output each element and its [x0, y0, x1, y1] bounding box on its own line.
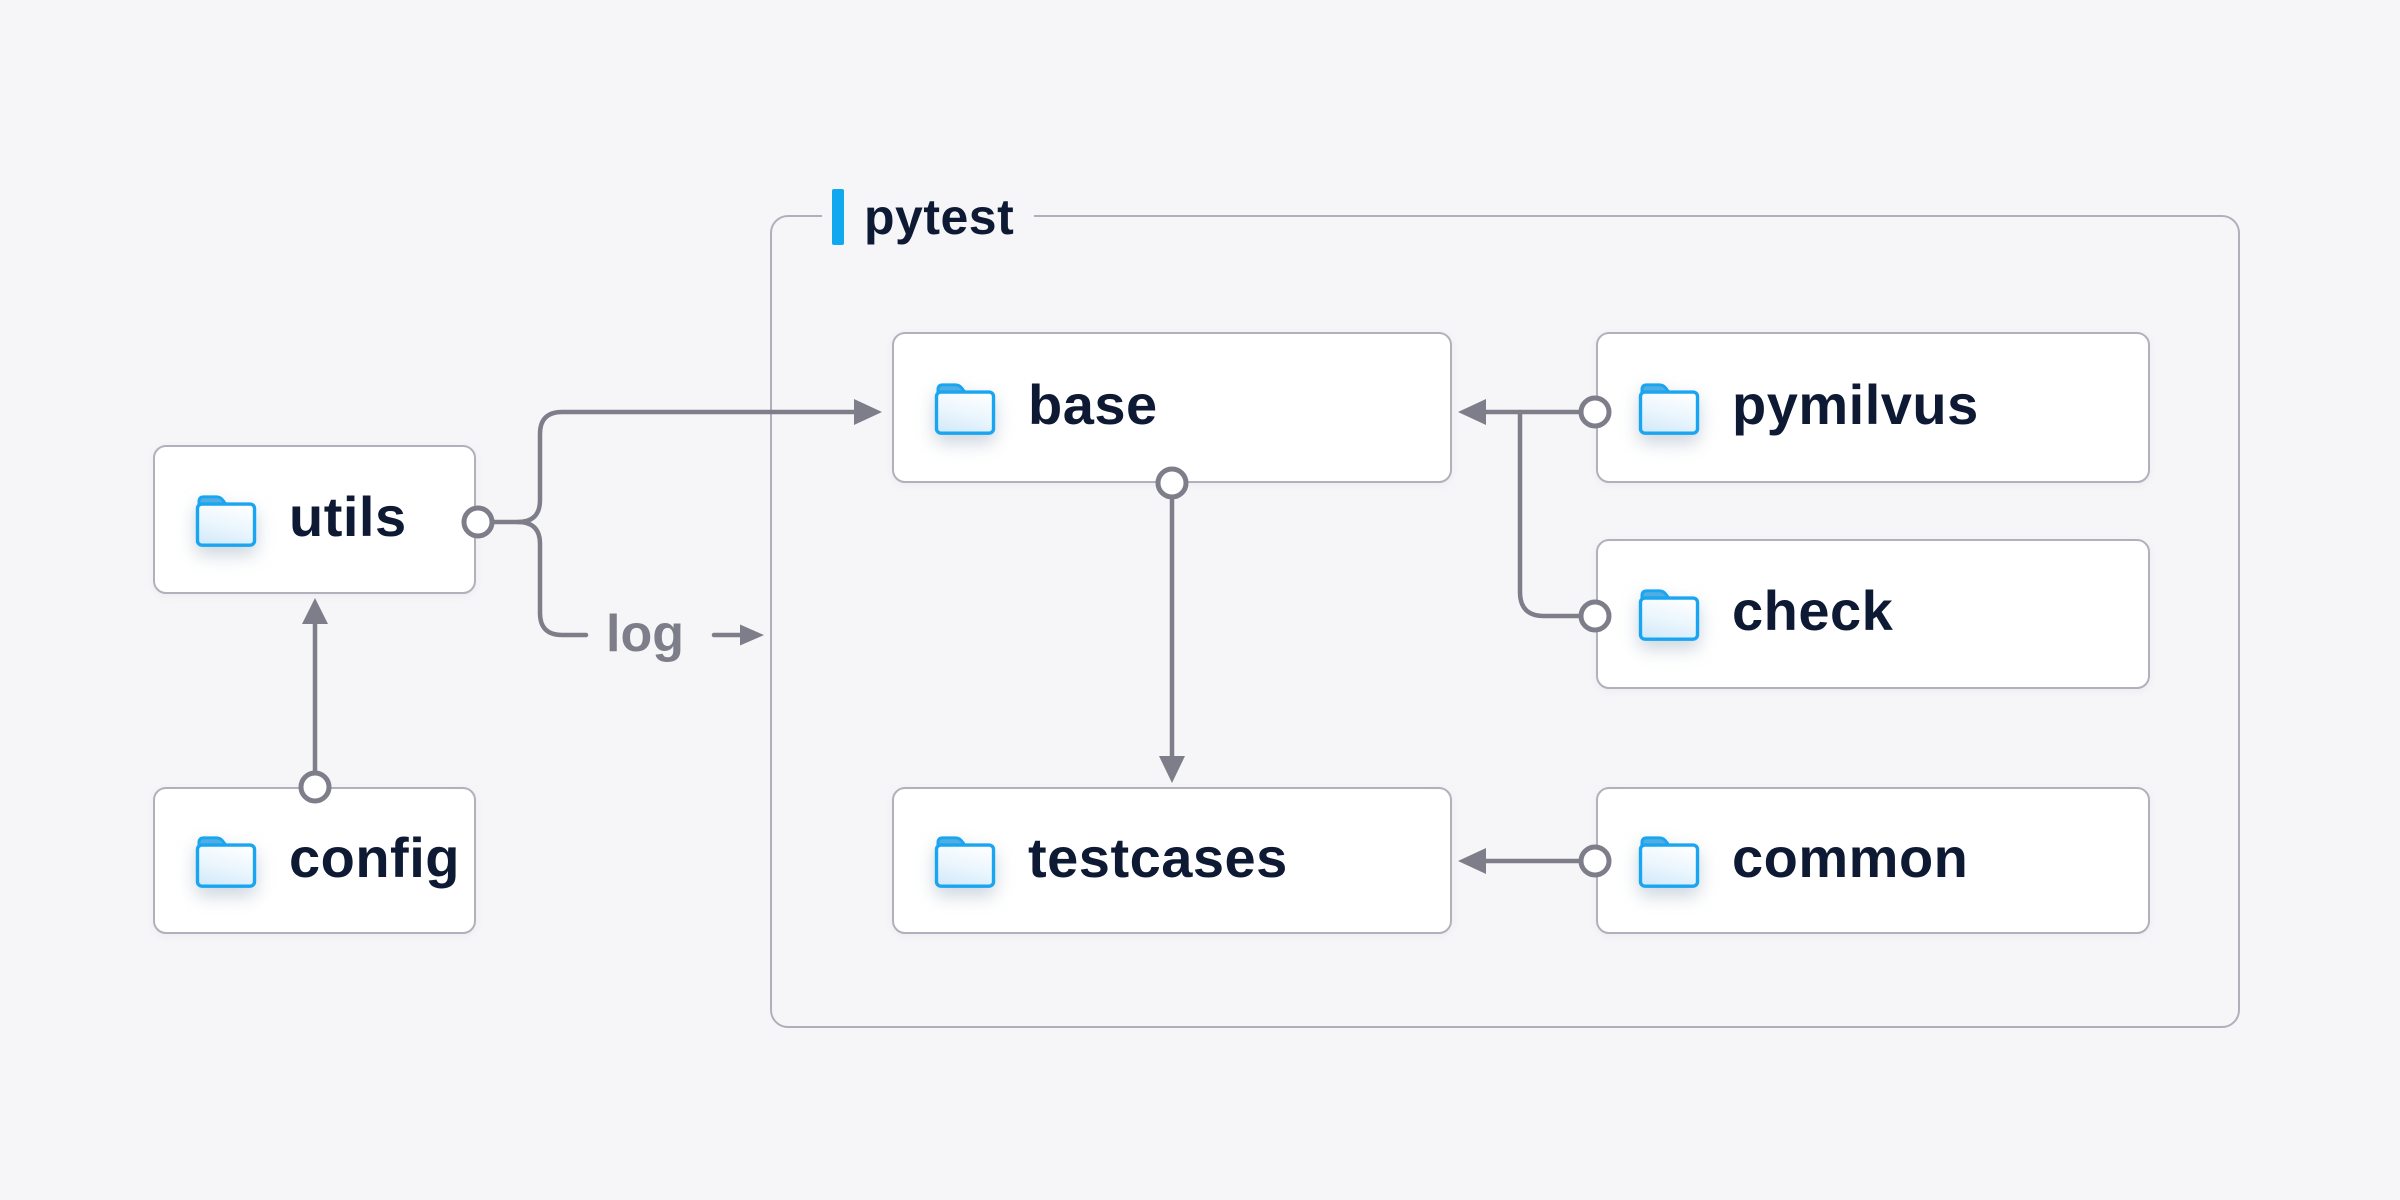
- folder-icon: [932, 379, 998, 437]
- node-label: utils: [289, 484, 407, 548]
- node-pymilvus: pymilvus: [1596, 332, 2150, 483]
- folder-icon: [193, 491, 259, 549]
- folder-icon: [193, 832, 259, 890]
- accent-bar-icon: [832, 189, 844, 245]
- arrowhead-log: [740, 624, 764, 646]
- folder-icon: [1636, 585, 1702, 643]
- pytest-group-box: [770, 215, 2240, 1028]
- pytest-group-title: pytest: [864, 189, 1015, 245]
- node-check: check: [1596, 539, 2150, 689]
- node-testcases: testcases: [892, 787, 1452, 934]
- node-label: base: [1028, 372, 1158, 436]
- node-label: config: [289, 825, 460, 889]
- node-label: common: [1732, 825, 1969, 889]
- arrowhead-into-utils-bottom: [302, 598, 328, 624]
- node-base: base: [892, 332, 1452, 483]
- node-label: check: [1732, 579, 1894, 642]
- node-common: common: [1596, 787, 2150, 934]
- edge-utils-log: [515, 519, 589, 638]
- folder-icon: [1636, 379, 1702, 437]
- node-label: pymilvus: [1732, 372, 1979, 436]
- node-label: testcases: [1028, 825, 1288, 889]
- node-utils: utils: [153, 445, 476, 594]
- folder-icon: [932, 832, 998, 890]
- pytest-group-label: pytest: [822, 186, 1035, 248]
- folder-icon: [1636, 832, 1702, 890]
- log-edge-label: log: [606, 605, 684, 663]
- node-config: config: [153, 787, 476, 934]
